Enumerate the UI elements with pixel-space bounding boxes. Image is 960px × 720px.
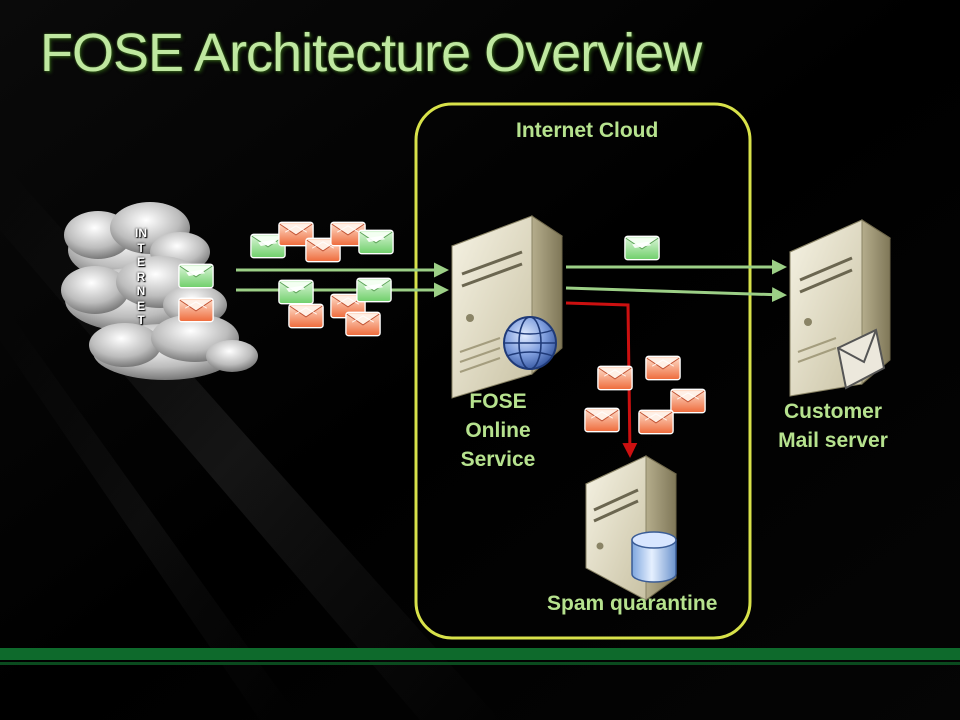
quarantine-server-icon (584, 455, 678, 601)
mail-envelope-icon (836, 328, 886, 390)
fose-label-line-3: Service (460, 448, 536, 471)
spam-quarantine-label: Spam quarantine (547, 592, 718, 615)
globe-icon (503, 316, 557, 370)
database-icon (631, 531, 677, 583)
spam-email-icon (288, 303, 324, 329)
background-beam-2 (0, 300, 300, 720)
spam-email-icon (638, 409, 674, 435)
fose-label-line-1: FOSE (469, 390, 527, 413)
legit-email-icon (278, 279, 314, 305)
internet-cloud-label: Internet Cloud (516, 119, 659, 142)
spam-email-icon (178, 297, 214, 323)
spam-email-icon (670, 388, 706, 414)
internet-cloud-icon (61, 202, 258, 380)
clean-email-icon (624, 235, 660, 261)
legit-email-icon (356, 277, 392, 303)
spam-arrow (565, 301, 638, 458)
legit-email-icon (358, 229, 394, 255)
customer-server-label: Customer Mail server (768, 397, 898, 455)
customer-label-line-1: Customer (783, 400, 883, 423)
spam-email-icon (597, 365, 633, 391)
internet-cloud-boundary (414, 102, 752, 640)
internet-letters: INTERNET (135, 226, 147, 327)
internet-vertical-label: INTERNET (134, 226, 148, 328)
spam-email-icon (345, 311, 381, 337)
legit-email-icon (178, 263, 214, 289)
customer-label-line-2: Mail server (778, 429, 888, 452)
slide-title: FOSE Architecture Overview (40, 23, 702, 83)
spam-email-icon (645, 355, 681, 381)
footer-bar-thin (0, 662, 960, 665)
flow-arrow-fose-to-customer-2 (565, 286, 787, 303)
fose-label-line-2: Online (465, 419, 531, 442)
fose-service-label: FOSE Online Service (448, 387, 548, 474)
footer-bar (0, 648, 960, 660)
spam-email-icon (584, 407, 620, 433)
